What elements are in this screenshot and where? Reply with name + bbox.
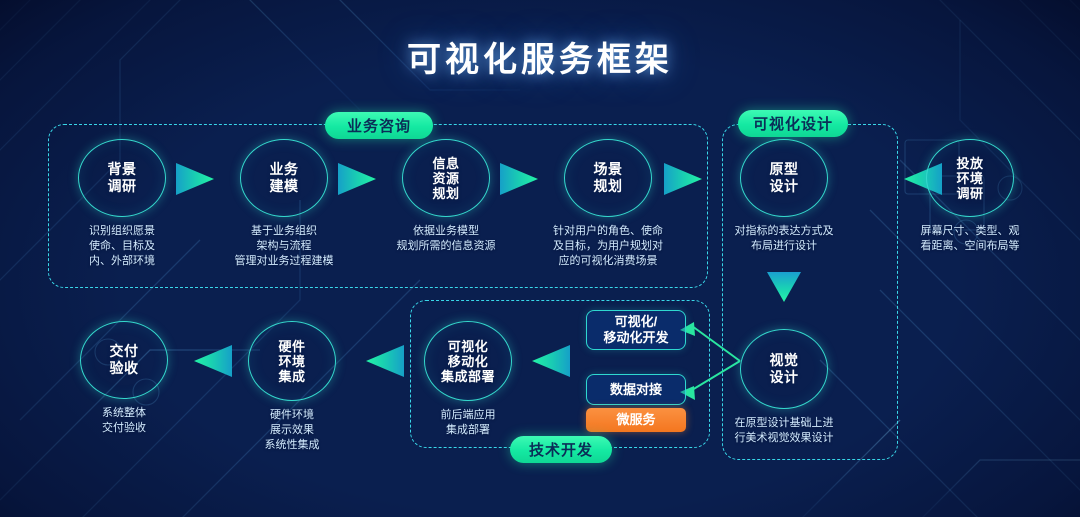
node-prototype-design[interactable]: 原型 设计 对指标的表达方式及 布局进行设计: [712, 139, 856, 254]
node-description: 依据业务模型 规划所需的信息资源: [396, 225, 496, 252]
node-title: 硬件 环境 集成: [278, 338, 306, 384]
tech-box-visualization-mobile-development[interactable]: 可视化/ 移动化开发: [586, 310, 686, 350]
group-label-tech-development[interactable]: 技术开发: [510, 436, 612, 463]
node-ring: 背景 调研: [78, 139, 166, 217]
node-ring: 信息 资源 规划: [402, 139, 490, 217]
node-title: 投放 环境 调研: [956, 155, 984, 201]
node-title: 交付 验收: [109, 343, 139, 376]
arrow-hardware-to-delivery: [194, 345, 232, 377]
node-description: 在原型设计基础上进 行美术视觉效果设计: [734, 417, 834, 444]
node-title: 可视化 移动化 集成部署: [440, 338, 495, 384]
arrow-proto-to-visual: [767, 272, 801, 302]
page-title: 可视化服务框架: [407, 41, 673, 79]
node-background-research[interactable]: 背景 调研 识别组织愿景 使命、目标及 内、外部环境: [62, 139, 182, 269]
node-scenario-planning[interactable]: 场景 规划 针对用户的角色、使命 及目标，为用户规划对 应的可视化消费场景: [528, 139, 688, 269]
node-description: 系统整体 交付验收: [102, 407, 146, 434]
node-description: 识别组织愿景 使命、目标及 内、外部环境: [89, 225, 155, 267]
node-description: 硬件环境 展示效果 系统性集成: [264, 409, 320, 451]
node-title: 信息 资源 规划: [432, 155, 460, 201]
node-description: 针对用户的角色、使命 及目标，为用户规划对 应的可视化消费场景: [553, 225, 663, 267]
node-description: 基于业务组织 架构与流程 管理对业务过程建模: [234, 225, 334, 267]
group-label-visual-design[interactable]: 可视化设计: [738, 110, 848, 137]
node-description: 对指标的表达方式及 布局进行设计: [734, 225, 834, 252]
node-ring: 投放 环境 调研: [926, 139, 1014, 217]
arrow-visual-to-deploy: [532, 345, 570, 377]
node-ring: 交付 验收: [80, 321, 168, 399]
group-label-consulting[interactable]: 业务咨询: [325, 112, 433, 139]
node-title: 视觉 设计: [769, 352, 799, 385]
node-business-modeling[interactable]: 业务 建模 基于业务组织 架构与流程 管理对业务过程建模: [209, 139, 359, 269]
node-ring: 业务 建模: [240, 139, 328, 217]
node-info-resource-planning[interactable]: 信息 资源 规划 依据业务模型 规划所需的信息资源: [371, 139, 521, 254]
node-title: 场景 规划: [593, 161, 623, 194]
node-delivery-acceptance[interactable]: 交付 验收 系统整体 交付验收: [64, 321, 184, 436]
node-description: 屏幕尺寸、类型、观 看距离、空间布局等: [920, 225, 1020, 252]
node-title: 原型 设计: [769, 161, 799, 194]
node-title: 业务 建模: [269, 161, 299, 194]
node-title: 背景 调研: [107, 161, 137, 194]
node-description: 前后端应用 集成部署: [440, 409, 496, 436]
tech-box-data-docking[interactable]: 数据对接: [586, 374, 686, 405]
arrow-deploy-to-hardware: [366, 345, 404, 377]
tech-badge-microservice[interactable]: 微服务: [586, 408, 686, 432]
node-hardware-integration[interactable]: 硬件 环境 集成 硬件环境 展示效果 系统性集成: [232, 321, 352, 453]
node-ring: 视觉 设计: [740, 329, 828, 409]
node-ring: 场景 规划: [564, 139, 652, 217]
node-visual-design[interactable]: 视觉 设计 在原型设计基础上进 行美术视觉效果设计: [704, 329, 864, 446]
node-environment-research[interactable]: 投放 环境 调研 屏幕尺寸、类型、观 看距离、空间布局等: [895, 139, 1045, 254]
node-ring: 硬件 环境 集成: [248, 321, 336, 401]
node-ring: 可视化 移动化 集成部署: [424, 321, 512, 401]
node-ring: 原型 设计: [740, 139, 828, 217]
node-integration-deploy[interactable]: 可视化 移动化 集成部署 前后端应用 集成部署: [408, 321, 528, 438]
